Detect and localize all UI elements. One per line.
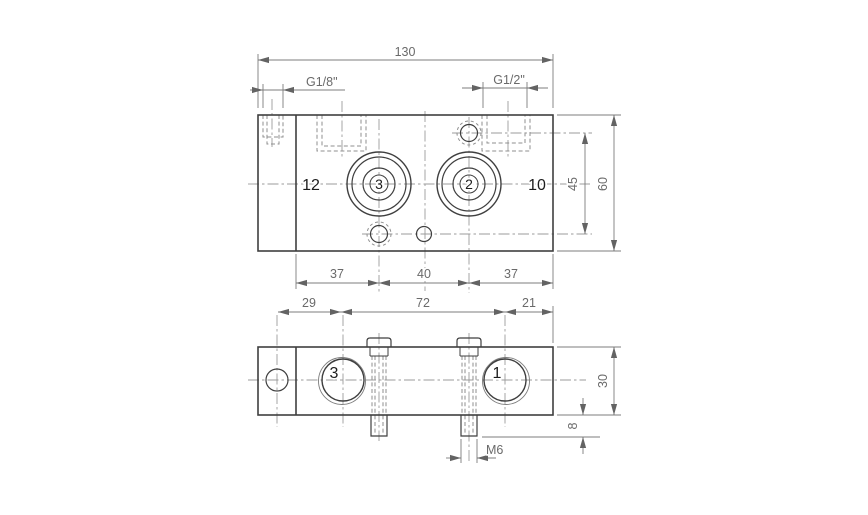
top-view-centerlines bbox=[248, 99, 592, 293]
dim-8-label: 8 bbox=[566, 422, 580, 429]
dim-40-label: 40 bbox=[417, 267, 431, 281]
bore-3-hole bbox=[321, 358, 365, 402]
top-view-hidden-features bbox=[262, 115, 531, 152]
dim-21-label: 21 bbox=[522, 296, 536, 310]
lower-plain-hole bbox=[415, 225, 433, 243]
bore-3-label-ring bbox=[369, 174, 389, 194]
dim-protrusion-8: 8 bbox=[482, 398, 600, 454]
bore-3-bottom-circles bbox=[318, 357, 366, 405]
dim-height-30: 30 bbox=[557, 346, 621, 416]
stud-left-hidden bbox=[371, 356, 387, 434]
dim-hole-spacing-45: 45 bbox=[564, 133, 589, 234]
g18-port-hidden-outline bbox=[262, 115, 284, 138]
bore-2-label-ring bbox=[459, 174, 479, 194]
dim-37b-label: 37 bbox=[504, 267, 518, 281]
small-holes bbox=[366, 120, 482, 247]
bore-3-inner bbox=[362, 167, 396, 201]
bore-1-chamfer bbox=[482, 357, 530, 405]
bottom-view-centerlines bbox=[248, 315, 586, 463]
bore-3-circles bbox=[346, 151, 412, 217]
bore-3-counterbore bbox=[346, 151, 412, 217]
stud-protruding-tip bbox=[370, 415, 388, 437]
dim-29-label: 29 bbox=[302, 296, 316, 310]
bore-2-counterbore bbox=[436, 151, 502, 217]
g12-label: G1/2" bbox=[493, 73, 525, 87]
dim-width-130: 130 bbox=[257, 43, 554, 108]
stud-right-hidden bbox=[461, 356, 477, 434]
left-pocket-hidden-bore bbox=[321, 115, 362, 147]
dim-45-label: 45 bbox=[566, 177, 580, 191]
lower-tapped-hole-thread bbox=[366, 221, 392, 247]
bore-2-circles bbox=[436, 151, 502, 217]
side-hole bbox=[265, 368, 289, 392]
bore-3-outer bbox=[351, 156, 407, 212]
bore-label-1-bottom: 1 bbox=[493, 365, 502, 382]
bottom-view-block-outline bbox=[257, 346, 554, 416]
right-pocket-hidden-bore bbox=[486, 115, 526, 144]
upper-tapped-hole-thread bbox=[456, 120, 482, 146]
bore-2-inner bbox=[452, 167, 486, 201]
stud-left bbox=[366, 337, 392, 437]
dim-60-label: 60 bbox=[596, 177, 610, 191]
top-view-block-outline bbox=[257, 114, 554, 252]
bore-1-hole bbox=[483, 358, 527, 402]
dim-72-label: 72 bbox=[416, 296, 430, 310]
bottom-view: 3 1 29 72 21 bbox=[248, 294, 621, 463]
left-pocket-hidden-outline bbox=[316, 115, 367, 152]
stud-head bbox=[456, 337, 482, 347]
port-label-12: 12 bbox=[302, 177, 320, 194]
bore-label-3-bottom: 3 bbox=[330, 365, 339, 382]
port-label-10: 10 bbox=[528, 177, 546, 194]
top-view: 12 10 3 2 130 G1/8" G1/2" bbox=[248, 43, 621, 293]
m6-label: M6 bbox=[486, 443, 503, 457]
stud-protruding-tip bbox=[460, 415, 478, 437]
dim-thread-g18: G1/8" bbox=[250, 73, 345, 108]
bore-1-bottom-circles bbox=[482, 357, 530, 405]
dim-30-label: 30 bbox=[596, 374, 610, 388]
bore-3-chamfer bbox=[318, 357, 366, 405]
stud-head bbox=[366, 337, 392, 347]
g18-label: G1/8" bbox=[306, 75, 338, 89]
dim-chain-37-40-37: 37 40 37 bbox=[295, 254, 554, 289]
upper-tapped-hole bbox=[459, 123, 479, 143]
dim-thread-m6: M6 bbox=[446, 439, 505, 463]
bore-label-2: 2 bbox=[465, 176, 473, 192]
lower-tapped-hole bbox=[369, 224, 389, 244]
dim-chain-29-72-21: 29 72 21 bbox=[278, 294, 554, 343]
g18-port-hidden-bore bbox=[266, 115, 280, 145]
dim-37a-label: 37 bbox=[330, 267, 344, 281]
stud-right bbox=[456, 337, 482, 437]
right-pocket-hidden-outline bbox=[481, 115, 531, 152]
bore-2-outer bbox=[441, 156, 497, 212]
bore-label-3: 3 bbox=[375, 176, 383, 192]
dim-130-label: 130 bbox=[395, 45, 416, 59]
dim-height-60: 60 bbox=[557, 114, 621, 252]
dim-thread-g12: G1/2" bbox=[462, 71, 548, 108]
